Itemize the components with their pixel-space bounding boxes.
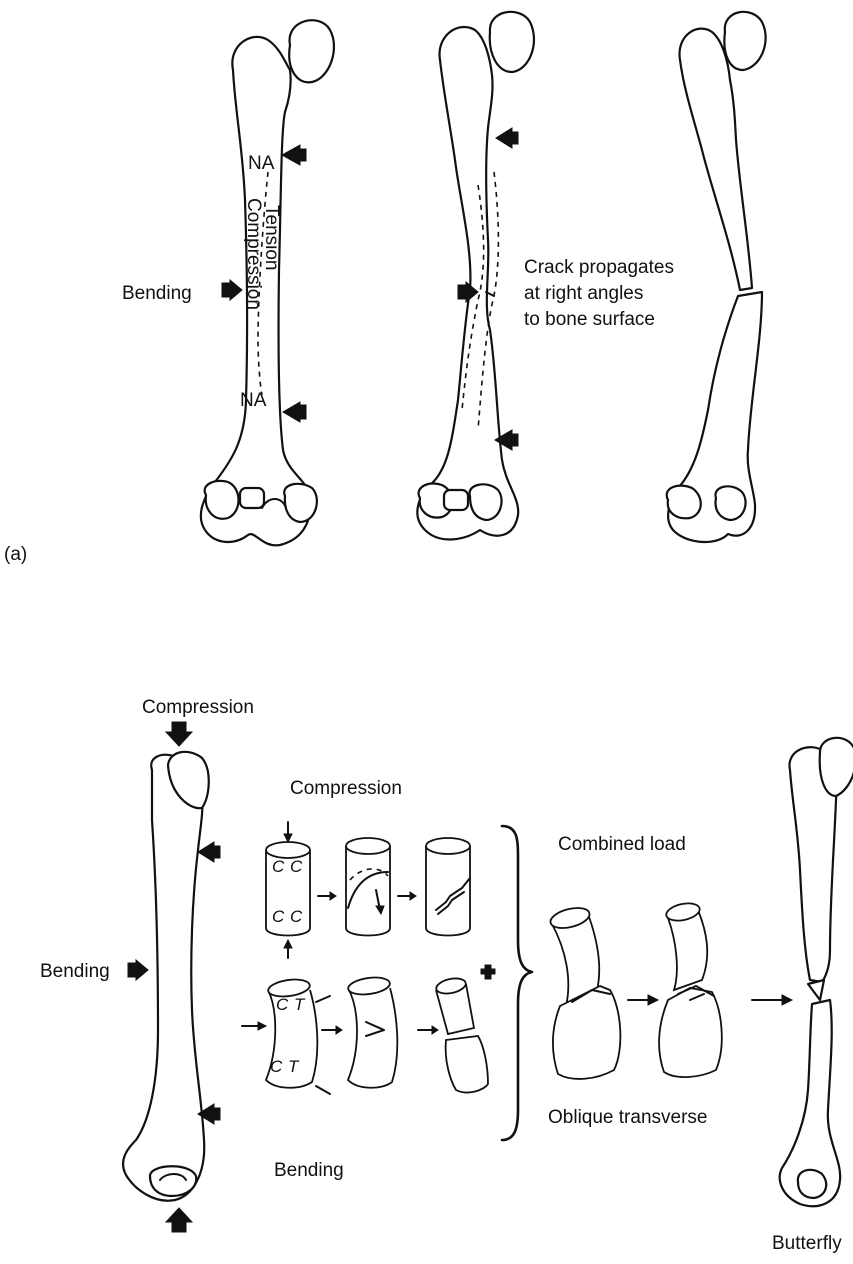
bend-step-arrow-1-head — [336, 1026, 342, 1034]
humerus-arrow-right-top-tail — [212, 846, 220, 858]
bend-t-top: T — [294, 995, 306, 1014]
cylinder-2 — [346, 846, 390, 936]
arrow-right-mid — [230, 280, 242, 300]
humerus-arrow-left — [136, 960, 148, 980]
condyle3-left — [667, 486, 701, 519]
humerus-loaded-diagram — [123, 752, 220, 1232]
condyle-mid — [240, 488, 264, 508]
panel-b: Compression Bending Compression C — [40, 697, 853, 1254]
bend-c-bottom: C — [270, 1057, 283, 1076]
condyle2-mid — [444, 490, 468, 510]
panel-a: NA NA Tension Compression Bending — [4, 12, 766, 565]
cyl1-c-tl: C — [272, 857, 285, 876]
crack-text-3: to bone surface — [524, 309, 655, 330]
combined-load-pieces — [548, 901, 792, 1079]
bending-label-b: Bending — [40, 961, 110, 982]
butterfly-fragment — [808, 980, 824, 1000]
combined-step-arrow-1-head — [648, 995, 658, 1005]
arrow2-bottom-tail — [510, 434, 518, 446]
arrow-right-mid-tail — [222, 283, 231, 297]
bending-cylinders: C T C T — [242, 975, 488, 1094]
butterfly-fracture-bone — [780, 738, 853, 1206]
bend-step-arrow-2-head — [432, 1026, 438, 1034]
na-label-top: NA — [248, 153, 275, 174]
compression-arrow-top — [166, 732, 192, 746]
compression-cylinders: C C C C — [266, 822, 470, 958]
cyl-step-arrow-2-head — [410, 892, 416, 900]
combined-step-arrow-2-head — [782, 995, 792, 1005]
bend-t-bottom: T — [288, 1057, 300, 1076]
cyl1-c-bl: C — [272, 907, 285, 926]
condyle-left — [205, 481, 239, 519]
butterfly-condyle — [798, 1170, 826, 1198]
humerus-arrow-right-bottom-tail — [212, 1108, 220, 1120]
compression-arrow-top-tail — [172, 722, 186, 732]
humerus-arrow-left-tail — [128, 963, 137, 977]
compression-arrow-bottom — [166, 1208, 192, 1222]
cylinder-3-top — [426, 838, 470, 854]
compression-arrow-bottom-tail — [172, 1222, 186, 1232]
cylinder-3 — [426, 846, 470, 936]
bend-c-top: C — [276, 995, 289, 1014]
arrow2-mid-tail — [458, 285, 467, 299]
femoral-head — [289, 20, 334, 82]
femur-fractured-diagram — [667, 12, 766, 542]
bend-arrow-in-head — [258, 1022, 266, 1030]
combined-load-label: Combined load — [558, 834, 686, 855]
cyl1-arrow-top-head — [284, 834, 292, 842]
panel-a-label: (a) — [4, 544, 27, 565]
cyl1-arrow-bottom-head — [284, 940, 292, 948]
bend-cylinder-3-bottom-piece — [446, 1036, 488, 1092]
bending-group-title: Bending — [274, 1160, 344, 1181]
condyle3-right — [715, 486, 745, 520]
compression-group-title: Compression — [290, 778, 402, 799]
femur-bending-diagram: NA NA Tension Compression Bending — [122, 20, 334, 545]
humerus-outline — [123, 755, 204, 1201]
condyle2-right — [470, 484, 502, 520]
cyl1-c-br: C — [290, 907, 303, 926]
cyl1-c-tr: C — [290, 857, 303, 876]
plus-icon — [481, 965, 495, 979]
bend-arrow-top — [316, 996, 330, 1002]
humerus-distal — [150, 1166, 196, 1196]
femoral-head-3 — [724, 12, 765, 70]
crack-text-2: at right angles — [524, 283, 643, 304]
cylinder-1-top — [266, 842, 310, 858]
butterfly-label: Butterfly — [772, 1233, 842, 1254]
bend-arrow-bottom — [316, 1086, 330, 1094]
femoral-head-2 — [490, 12, 534, 72]
arrow-left-top — [282, 145, 300, 165]
arrow2-top-tail — [510, 132, 518, 144]
oblique-transverse-label: Oblique transverse — [548, 1107, 707, 1128]
brace — [502, 826, 532, 1140]
bend-cylinder-2 — [348, 988, 397, 1088]
compression-label: Compression — [243, 198, 264, 310]
bending-label-a: Bending — [122, 283, 192, 304]
femur-crack-diagram: Crack propagates at right angles to bone… — [417, 12, 674, 540]
combined-2-bottom-piece — [659, 988, 722, 1077]
na-label-bottom: NA — [240, 390, 267, 411]
compression-top-label: Compression — [142, 697, 254, 718]
cyl-step-arrow-1-head — [330, 892, 336, 900]
arrow-left-bottom-tail — [298, 405, 306, 419]
arrow-left-bottom — [283, 402, 300, 422]
butterfly-head — [820, 738, 853, 796]
crack-text-1: Crack propagates — [524, 257, 674, 278]
combined-2-top-piece — [668, 910, 707, 990]
cylinder-2-top — [346, 838, 390, 854]
condyle-right — [284, 484, 317, 522]
combined-1-bottom-piece — [553, 986, 620, 1079]
arrow-left-top-tail — [298, 149, 306, 161]
